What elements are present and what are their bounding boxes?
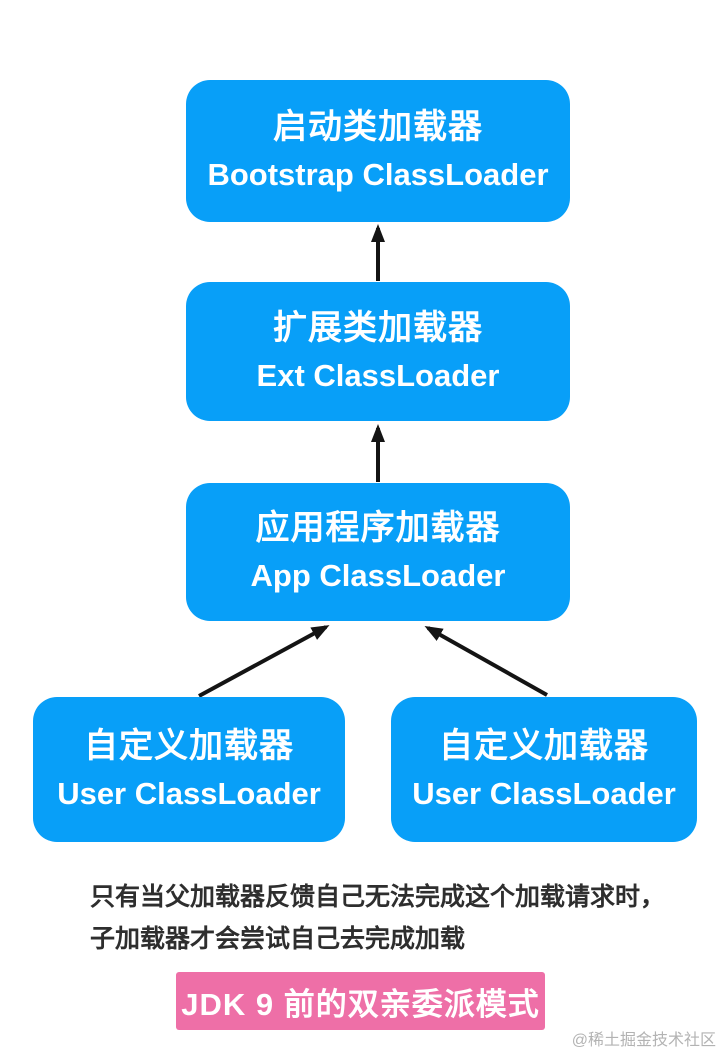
node-app-label-zh: 应用程序加载器 [255,509,501,547]
node-bootstrap-label-zh: 启动类加载器 [273,108,483,146]
watermark-text: @稀土掘金技术社区 [571,1032,716,1049]
node-bootstrap-classloader: 启动类加载器 Bootstrap ClassLoader [186,80,570,222]
delegation-note-line1: 只有当父加载器反馈自己无法完成这个加载请求时， [90,883,666,911]
caption-text: JDK 9 前的双亲委派模式 [181,986,540,1022]
node-user-left-label-zh: 自定义加载器 [84,726,294,765]
node-ext-classloader: 扩展类加载器 Ext ClassLoader [186,282,570,421]
node-ext-label-en: Ext ClassLoader [256,357,500,393]
node-user-classloader-right: 自定义加载器 User ClassLoader [391,697,697,842]
delegation-note: 只有当父加载器反馈自己无法完成这个加载请求时， 子加载器才会尝试自己去完成加载 [90,876,665,960]
arrow-userright-to-app [424,626,548,697]
node-user-left-label-en: User ClassLoader [57,775,321,811]
node-app-label-en: App ClassLoader [250,558,506,593]
arrow-userleft-to-app [198,625,330,698]
node-ext-label-zh: 扩展类加载器 [273,308,483,347]
node-user-right-label-en: User ClassLoader [412,775,676,811]
node-user-right-label-zh: 自定义加载器 [439,726,649,765]
node-user-classloader-left: 自定义加载器 User ClassLoader [33,697,345,842]
caption-badge: JDK 9 前的双亲委派模式 [176,972,545,1030]
delegation-note-line2: 子加载器才会尝试自己去完成加载 [90,925,466,953]
node-app-classloader: 应用程序加载器 App ClassLoader [186,483,570,621]
node-bootstrap-label-en: Bootstrap ClassLoader [207,157,549,192]
